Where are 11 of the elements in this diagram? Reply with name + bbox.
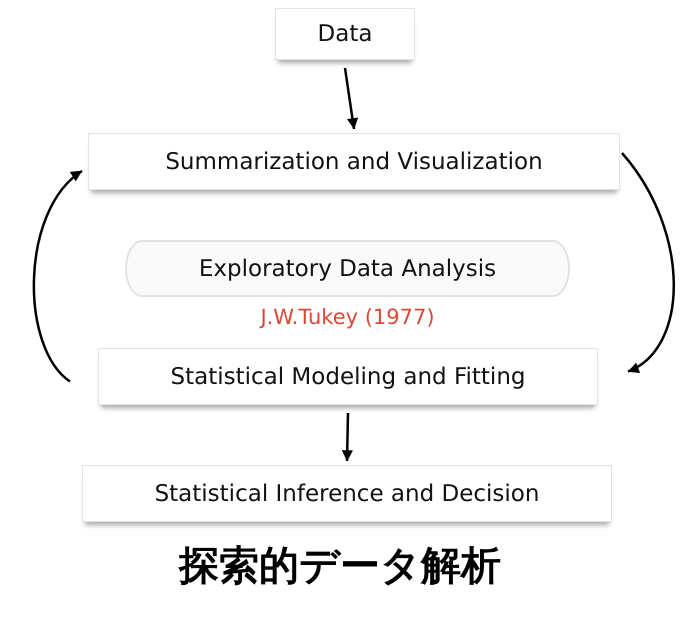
author-note: J.W.Tukey (1977) bbox=[258, 305, 436, 329]
process-box: Statistical Modeling and Fitting bbox=[98, 348, 598, 405]
title-band: Exploratory Data Analysis bbox=[125, 240, 570, 297]
process-box: Statistical Inference and Decision bbox=[82, 465, 612, 522]
arrow bbox=[344, 68, 358, 130]
process-box: Data bbox=[275, 8, 415, 60]
arrow bbox=[621, 152, 675, 373]
arrow bbox=[342, 412, 353, 462]
process-box: Summarization and Visualization bbox=[88, 133, 620, 190]
caption: 探索的データ解析 bbox=[177, 542, 502, 591]
arrow bbox=[32, 170, 83, 382]
